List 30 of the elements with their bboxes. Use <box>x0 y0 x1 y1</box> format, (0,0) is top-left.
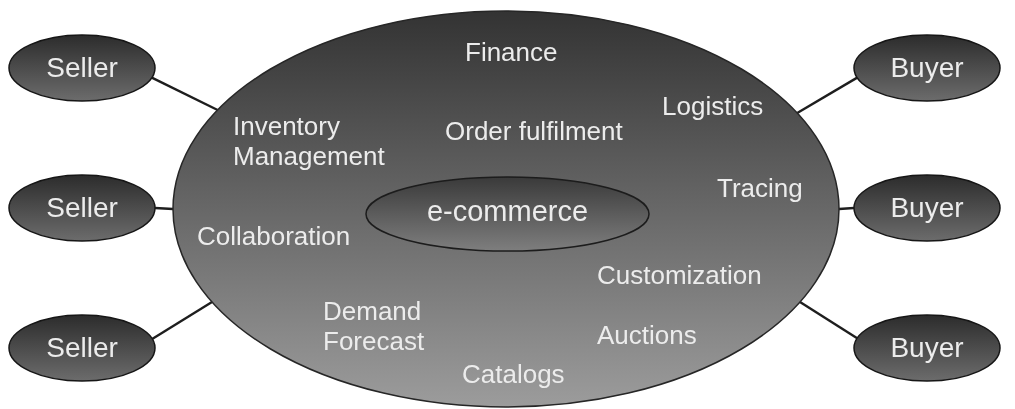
connector-line <box>151 76 219 112</box>
topic-label: Collaboration <box>197 221 351 251</box>
topic-label: Finance <box>465 37 558 67</box>
node-label: Buyer <box>890 331 964 365</box>
buyer-ellipse <box>853 174 1001 242</box>
topic-label: Order fulfilment <box>445 116 623 146</box>
connector-line <box>154 206 174 211</box>
topic-label: Customization <box>597 260 762 290</box>
ecosystem-ellipse <box>172 10 840 408</box>
node-label: Seller <box>46 51 118 85</box>
node-label: Buyer <box>890 191 964 225</box>
connector-line <box>151 300 213 340</box>
topic-label: Auctions <box>597 320 697 350</box>
topic-label: Catalogs <box>462 359 565 389</box>
buyer-ellipse <box>853 314 1001 382</box>
topic-label: Tracing <box>717 173 803 203</box>
core-ellipse <box>365 176 650 252</box>
node-label: Buyer <box>890 51 964 85</box>
topic-label: Logistics <box>662 91 764 121</box>
seller-ellipse <box>8 174 156 242</box>
seller-ellipse <box>8 34 156 102</box>
node-label: Seller <box>46 331 118 365</box>
seller-ellipse <box>8 314 156 382</box>
node-label: Seller <box>46 191 118 225</box>
node-label: e-commerce <box>426 194 589 229</box>
buyer-ellipse <box>853 34 1001 102</box>
connector-line <box>799 300 858 340</box>
connector-line <box>796 76 858 115</box>
topic-label: Inventory Management <box>233 111 386 171</box>
topic-label: Demand Forecast <box>323 296 426 356</box>
